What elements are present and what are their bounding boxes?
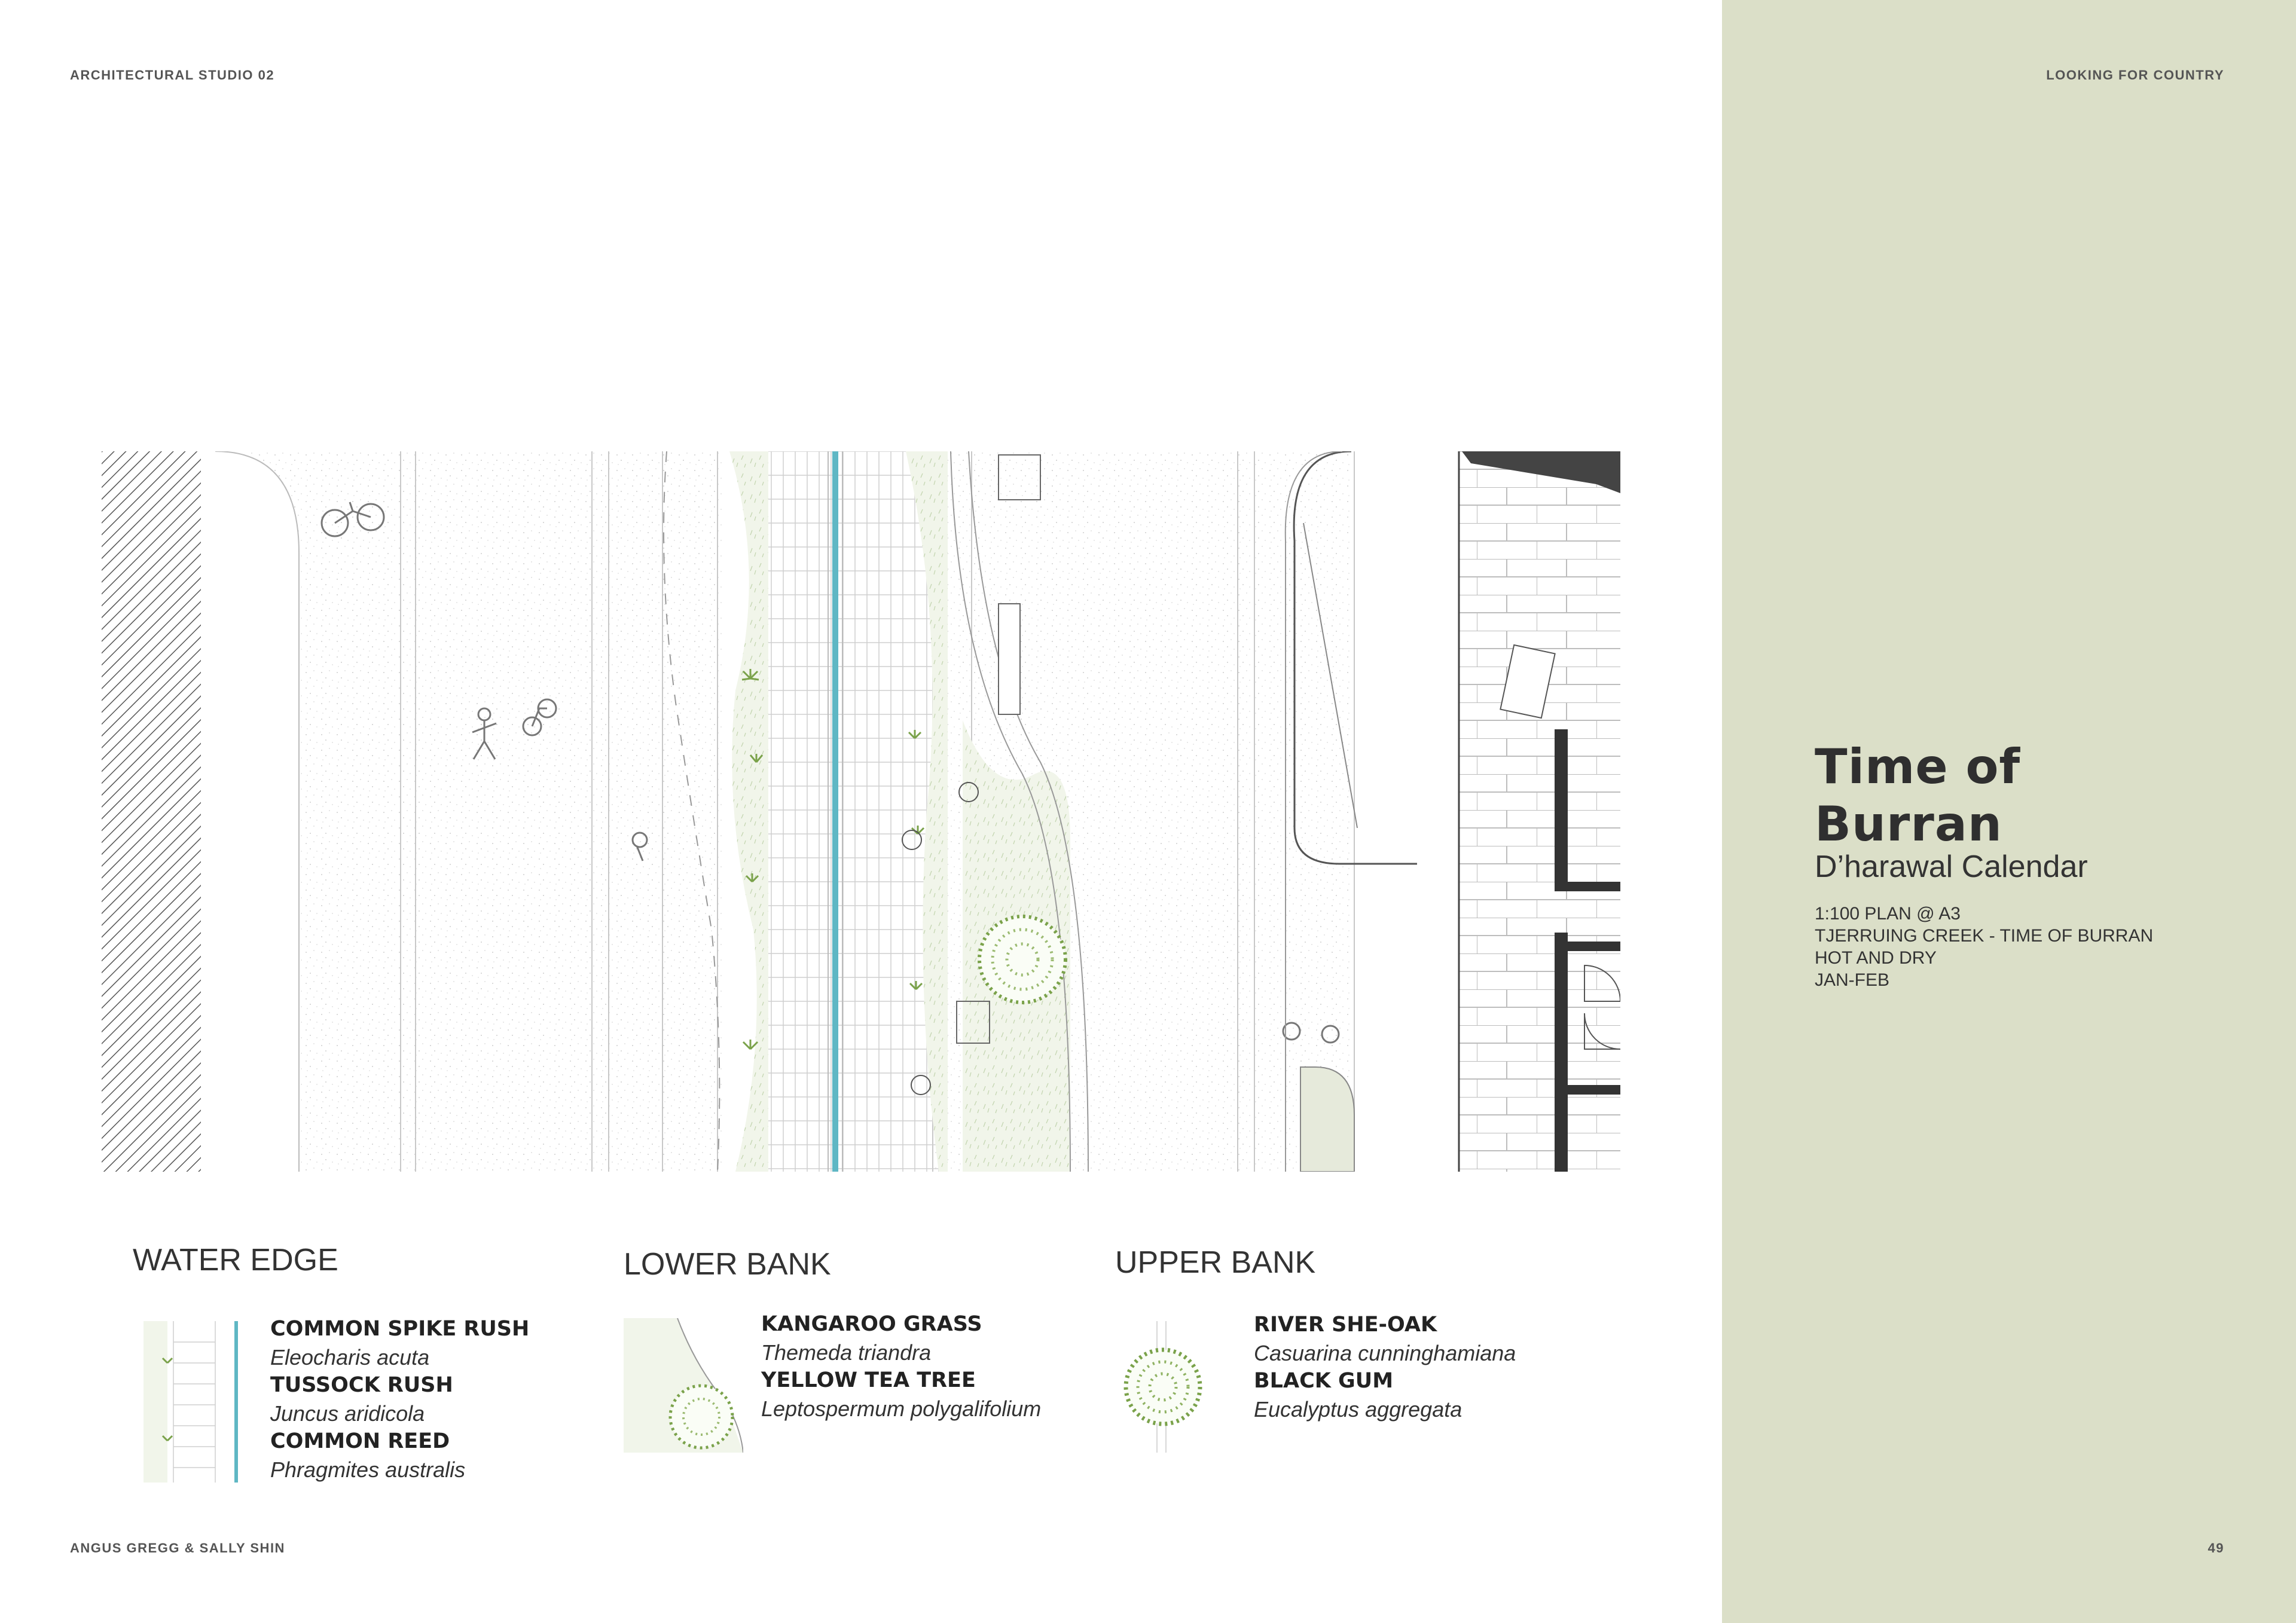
header-left: ARCHITECTURAL STUDIO 02: [70, 68, 275, 82]
plant-latin-name: Leptospermum polygalifolium: [761, 1396, 1042, 1421]
page-subtitle: D’harawal Calendar: [1815, 849, 2088, 884]
plan-metadata: 1:100 PLAN @ A3 TJERRUING CREEK - TIME O…: [1815, 903, 2153, 991]
lower-bank-thumbnail-icon: [624, 1318, 743, 1453]
meta-season: HOT AND DRY: [1815, 948, 1937, 968]
plant-latin-name: Juncus aridicola: [270, 1401, 425, 1426]
header-right: LOOKING FOR COUNTRY: [2046, 68, 2224, 82]
plant-common-name: TUSSOCK RUSH: [270, 1373, 453, 1397]
plant-common-name: YELLOW TEA TREE: [761, 1368, 976, 1392]
meta-scale: 1:100 PLAN @ A3: [1815, 904, 1961, 924]
plant-latin-name: Themeda triandra: [761, 1340, 932, 1365]
title-line-1: Time of: [1815, 739, 2021, 794]
upper-bank-tree-icon: [1123, 1321, 1202, 1453]
footer-left: ANGUS GREGG & SALLY SHIN: [70, 1541, 285, 1555]
sidebar-panel: LOOKING FOR COUNTRY 49: [1722, 0, 2296, 1623]
plant-common-name: COMMON SPIKE RUSH: [270, 1317, 530, 1341]
water-edge-thumbnail-icon: [144, 1321, 263, 1483]
page-number: 49: [2208, 1541, 2224, 1555]
plant-latin-name: Phragmites australis: [270, 1457, 466, 1482]
plant-latin-name: Casuarina cunninghamiana: [1254, 1341, 1516, 1365]
legend-heading-water-edge: WATER EDGE: [133, 1243, 338, 1277]
meta-months: JAN-FEB: [1815, 970, 1890, 990]
plant-common-name: RIVER SHE-OAK: [1254, 1313, 1437, 1337]
site-plan-drawing: [102, 451, 1620, 1172]
legend-list-upper-bank: RIVER SHE-OAK Casuarina cunninghamiana B…: [1254, 1311, 1516, 1423]
plant-common-name: COMMON REED: [270, 1429, 450, 1453]
legend-list-water-edge: COMMON SPIKE RUSH Eleocharis acuta TUSSO…: [270, 1315, 529, 1484]
plant-common-name: KANGAROO GRASS: [761, 1312, 982, 1336]
meta-location: TJERRUING CREEK - TIME OF BURRAN: [1815, 926, 2154, 946]
title-line-2: Burran: [1815, 796, 2002, 852]
legend-heading-lower-bank: LOWER BANK: [624, 1247, 831, 1282]
legend-list-lower-bank: KANGAROO GRASS Themeda triandra YELLOW T…: [761, 1310, 1041, 1423]
legend-heading-upper-bank: UPPER BANK: [1115, 1245, 1316, 1280]
plant-latin-name: Eucalyptus aggregata: [1254, 1397, 1463, 1422]
plant-latin-name: Eleocharis acuta: [270, 1345, 430, 1370]
page-title: Time of Burran: [1815, 738, 2020, 853]
plant-common-name: BLACK GUM: [1254, 1369, 1394, 1393]
